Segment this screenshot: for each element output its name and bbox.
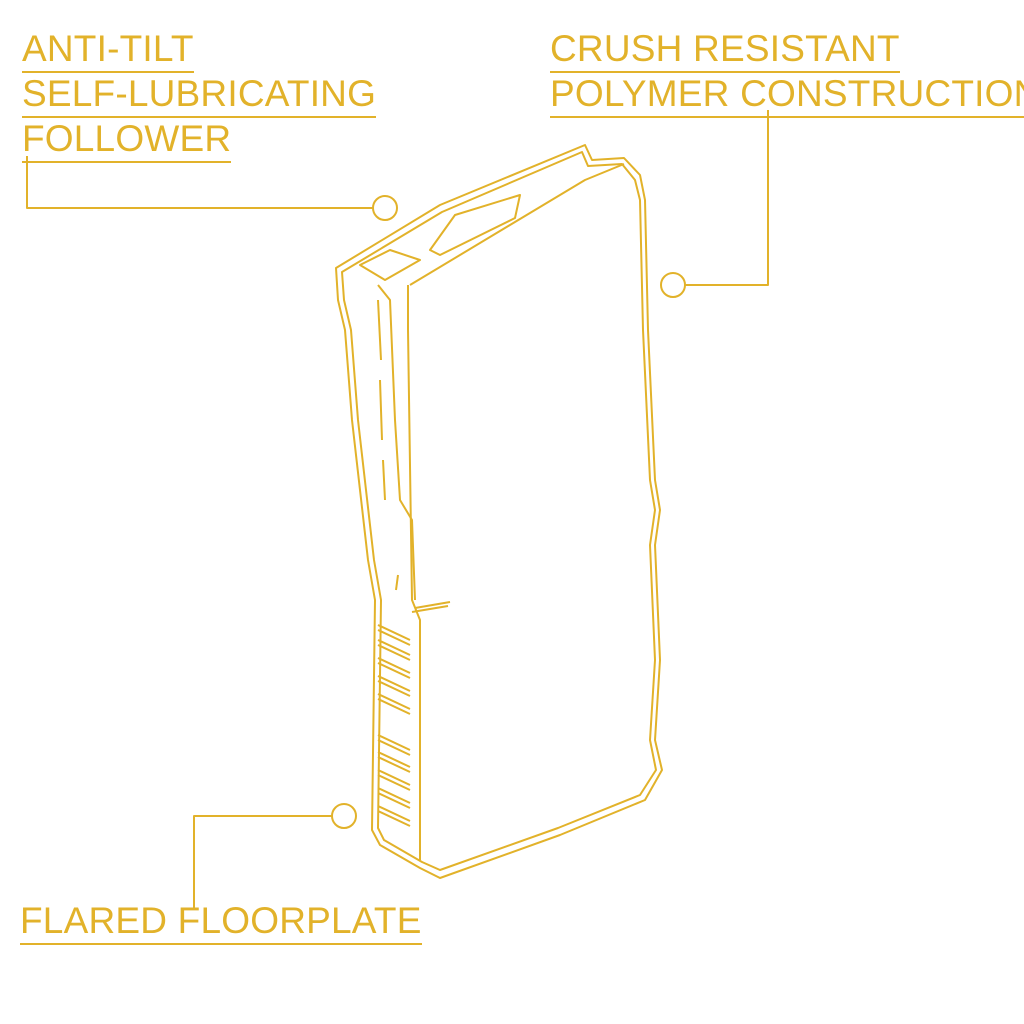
callout-leader-follower xyxy=(26,156,398,221)
callout-marker-body xyxy=(660,272,686,298)
callout-line: FLARED FLOORPLATE xyxy=(20,900,422,945)
callout-label-floorplate: FLARED FLOORPLATE xyxy=(20,900,422,945)
magazine-outline xyxy=(335,144,663,879)
callout-leader-floorplate xyxy=(193,803,357,908)
callout-line: POLYMER CONSTRUCTION xyxy=(550,73,1024,118)
callout-marker-floorplate xyxy=(331,803,357,829)
callout-line: ANTI-TILT xyxy=(22,28,194,73)
callout-leader-body xyxy=(660,110,769,298)
callout-line: SELF-LUBRICATING xyxy=(22,73,377,118)
callout-label-body: CRUSH RESISTANT POLYMER CONSTRUCTION xyxy=(550,28,1024,118)
callout-marker-follower xyxy=(372,195,398,221)
floorplate-ribs xyxy=(377,624,411,827)
callout-line: FOLLOWER xyxy=(22,118,232,163)
callout-label-follower: ANTI-TILT SELF-LUBRICATING FOLLOWER xyxy=(22,28,377,163)
callout-line: CRUSH RESISTANT xyxy=(550,28,900,73)
